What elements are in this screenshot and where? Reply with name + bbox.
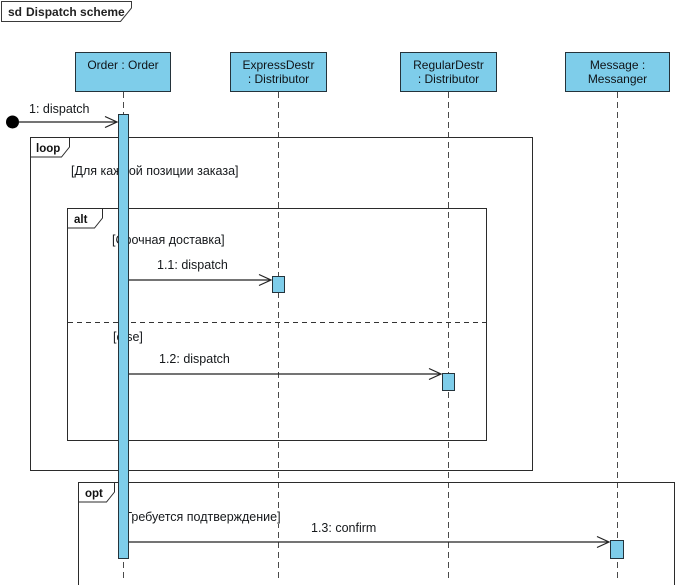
alt-operator-label: alt bbox=[74, 214, 88, 226]
title-tab-outline bbox=[1, 1, 132, 22]
title-keyword: sd bbox=[8, 5, 22, 19]
loop-guard: [Для каждой позиции заказа] bbox=[69, 164, 241, 178]
loop-pentagon-outline bbox=[30, 137, 70, 158]
opt-guard: [Требуется подтверждение] bbox=[119, 510, 283, 524]
lifeline-head-order: Order : Order bbox=[75, 52, 171, 92]
loop-fragment-frame bbox=[30, 137, 533, 471]
alt-pentagon-outline bbox=[67, 208, 103, 229]
activation-order bbox=[118, 114, 129, 559]
activation-regular bbox=[442, 373, 455, 391]
lifeline-head-regular: RegularDestr : Distributor bbox=[400, 52, 497, 92]
title-text: Dispatch scheme bbox=[26, 5, 125, 19]
alt-guard: [Срочная доставка] bbox=[110, 233, 227, 247]
activation-express bbox=[272, 276, 285, 293]
lifeline-head-express: ExpressDestr : Distributor bbox=[230, 52, 327, 92]
opt-operator-label: opt bbox=[85, 488, 103, 500]
activation-message bbox=[610, 540, 624, 559]
loop-operator-pentagon: loop bbox=[30, 137, 70, 158]
opt-fragment-frame bbox=[78, 482, 675, 585]
opt-operator-pentagon: opt bbox=[78, 482, 115, 503]
opt-pentagon-outline bbox=[78, 482, 115, 503]
loop-operator-label: loop bbox=[36, 143, 60, 155]
alt-operator-pentagon: alt bbox=[67, 208, 103, 229]
message-1-3-label: 1.3: confirm bbox=[309, 521, 379, 535]
diagram-title-tab: sd Dispatch scheme bbox=[1, 1, 132, 22]
found-message-start-node bbox=[6, 115, 19, 129]
message-1-1-label: 1.1: dispatch bbox=[155, 258, 230, 272]
alt-fragment-frame bbox=[67, 208, 487, 441]
lifeline-head-message: Message : Messanger bbox=[565, 52, 670, 92]
message-1-label: 1: dispatch bbox=[27, 102, 92, 116]
message-1-arrowhead bbox=[104, 115, 119, 129]
message-1-2-label: 1.2: dispatch bbox=[157, 352, 232, 366]
